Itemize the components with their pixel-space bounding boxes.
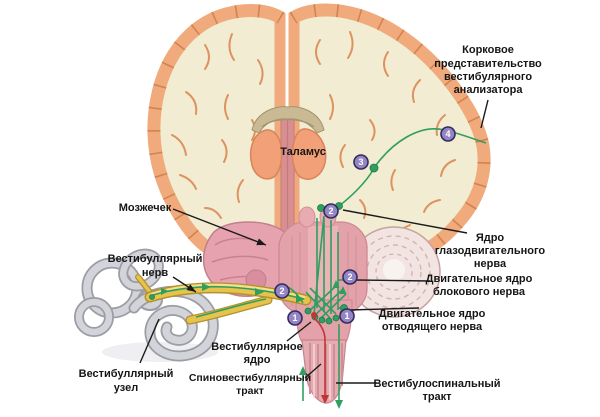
ascending-path bbox=[313, 215, 325, 315]
badge-1b-num: 1 bbox=[344, 311, 349, 321]
pointer-lines bbox=[139, 99, 489, 384]
red-tract bbox=[311, 312, 329, 404]
svg-text:Двигательное ядро: Двигательное ядро bbox=[379, 308, 486, 320]
label-trochlear: Двигательное ядро блокового нерва bbox=[426, 273, 533, 298]
badge-3: 3 bbox=[353, 154, 369, 170]
interior-sulci bbox=[171, 31, 456, 238]
svg-text:узел: узел bbox=[114, 382, 138, 394]
thalamus-left bbox=[249, 129, 283, 180]
svg-text:представительство: представительство bbox=[434, 58, 542, 70]
badge-3-num: 3 bbox=[358, 157, 363, 167]
label-abducens: Двигательное ядро отводящего нерва bbox=[379, 308, 486, 333]
badge-4: 4 bbox=[440, 126, 456, 142]
pointer-spinovestibular bbox=[304, 363, 322, 379]
badge-1-right: 1 bbox=[339, 308, 355, 324]
badge-2a-num: 2 bbox=[328, 206, 333, 216]
label-vestibular-nerve: Вестибуллярный нерв bbox=[108, 253, 203, 279]
pointer-cortical bbox=[480, 99, 489, 129]
svg-text:блокового нерва: блокового нерва bbox=[433, 286, 526, 298]
svg-text:Спиновестибуллярный: Спиновестибуллярный bbox=[189, 372, 311, 384]
pointer-cerebellum bbox=[172, 208, 267, 246]
label-cortical: Корковое представительство вестибулярног… bbox=[434, 44, 542, 96]
pointer-abducens bbox=[348, 307, 420, 311]
thalamus-right bbox=[291, 128, 327, 180]
cord-striations bbox=[309, 343, 343, 401]
pointer-trochlear bbox=[354, 279, 431, 282]
svg-text:нерв: нерв bbox=[142, 267, 168, 279]
pointer-oculomotor bbox=[342, 209, 468, 234]
cochlea bbox=[128, 285, 219, 362]
red-arrowhead bbox=[321, 395, 329, 404]
lattice-2 bbox=[313, 289, 343, 317]
badge-1a-num: 1 bbox=[292, 313, 297, 323]
svg-text:Двигательное ядро: Двигательное ядро bbox=[426, 273, 533, 285]
svg-text:нерва: нерва bbox=[474, 258, 507, 270]
svg-text:Вестибулоспинальный: Вестибулоспинальный bbox=[373, 378, 500, 390]
svg-text:Вестибуллярное: Вестибуллярное bbox=[211, 341, 302, 353]
cerebellum-right bbox=[347, 226, 441, 318]
svg-text:Вестибуллярный: Вестибуллярный bbox=[79, 368, 174, 380]
nerve-fiber-2 bbox=[195, 298, 267, 318]
label-cerebellum: Мозжечек bbox=[119, 202, 172, 214]
svg-text:отводящего нерва: отводящего нерва bbox=[382, 321, 483, 333]
badge-4-num: 4 bbox=[445, 129, 450, 139]
label-spinovestibular: Спиновестибуллярный тракт bbox=[189, 372, 311, 397]
badge-2-midbrain: 2 bbox=[323, 203, 339, 219]
step-badges: 4 3 2 2 2 1 1 bbox=[274, 126, 456, 326]
label-vestibular-nucleus: Вестибуллярное ядро bbox=[211, 341, 302, 366]
to-thalamus bbox=[338, 169, 374, 207]
pointer-ganglion bbox=[139, 318, 160, 364]
svg-text:анализатора: анализатора bbox=[454, 84, 524, 96]
colliculus-left bbox=[298, 206, 316, 228]
badge-2-flocculus: 2 bbox=[274, 283, 290, 299]
badge-2-pons: 2 bbox=[342, 269, 358, 285]
svg-text:тракт: тракт bbox=[422, 391, 452, 403]
ventricle-line bbox=[261, 118, 315, 128]
pointer-vestibular-nucleus bbox=[286, 321, 312, 342]
semicircular-canals bbox=[74, 248, 164, 337]
badge-1-left: 1 bbox=[287, 310, 303, 326]
green-arrowheads bbox=[161, 280, 347, 409]
label-thalamus: Таламус bbox=[280, 146, 326, 158]
svg-text:Корковое: Корковое bbox=[462, 44, 514, 56]
svg-text:Вестибуллярный: Вестибуллярный bbox=[108, 253, 203, 265]
red-descending-line bbox=[313, 317, 326, 395]
badge-2b-num: 2 bbox=[279, 286, 284, 296]
nerve-arrowhead bbox=[186, 284, 196, 292]
svg-text:тракт: тракт bbox=[236, 385, 264, 397]
badge-2c-num: 2 bbox=[347, 272, 352, 282]
svg-text:глазодвигательного: глазодвигательного bbox=[435, 245, 546, 257]
lattice-3 bbox=[319, 293, 347, 320]
label-vestibulospinal: Вестибулоспинальный тракт bbox=[373, 378, 500, 403]
label-vestibular-ganglion: Вестибуллярный узел bbox=[79, 368, 174, 394]
inner-ear bbox=[74, 248, 219, 362]
lattice-5 bbox=[305, 291, 331, 319]
label-oculomotor: Ядро глазодвигательного нерва bbox=[435, 232, 546, 270]
svg-text:вестибулярного: вестибулярного bbox=[444, 71, 532, 83]
cerebellum-arrowhead bbox=[256, 238, 266, 246]
svg-text:ядро: ядро bbox=[244, 354, 271, 366]
red-node bbox=[311, 312, 317, 318]
svg-text:Ядро: Ядро bbox=[476, 232, 505, 244]
lattice-4 bbox=[309, 287, 337, 315]
text-labels: Корковое представительство вестибулярног… bbox=[79, 44, 546, 403]
